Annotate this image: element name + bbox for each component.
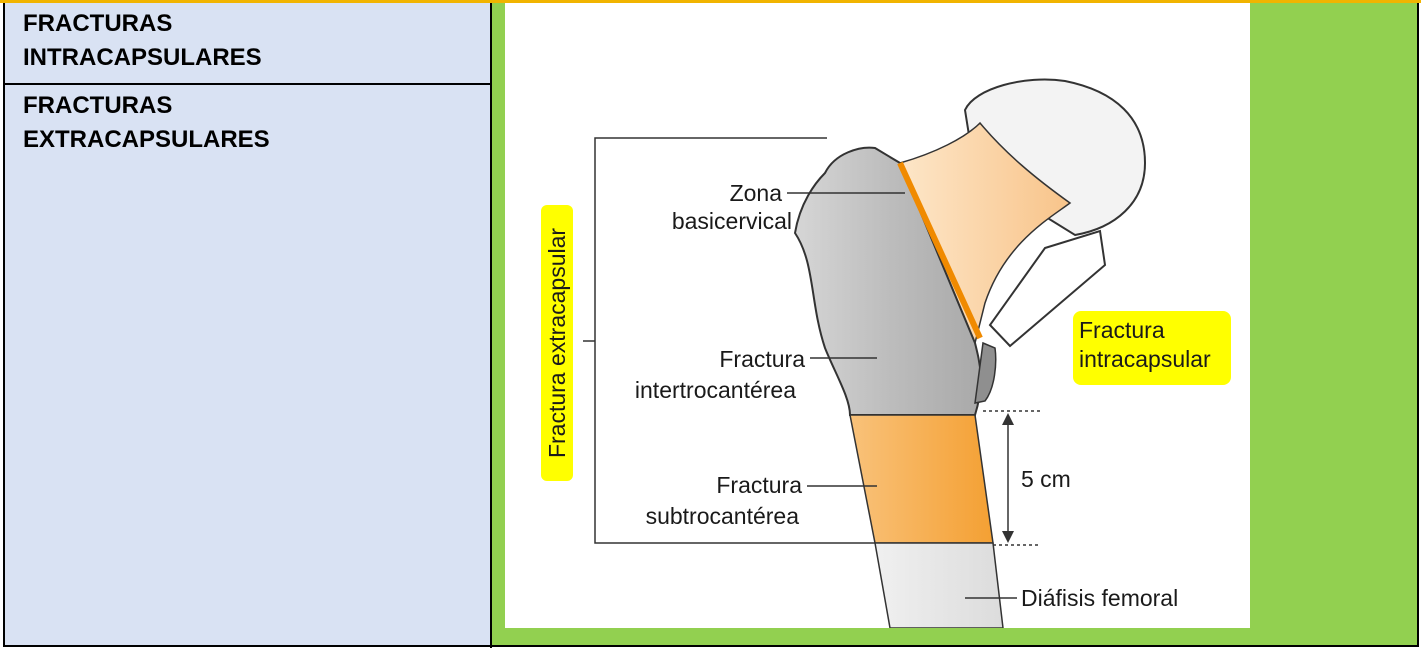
measure-arrow-down xyxy=(1002,531,1014,543)
extracapsular-label: Fractura extracapsular xyxy=(544,228,570,458)
extracapsular-label-group: Fractura extracapsular xyxy=(541,205,573,481)
diafisis-label: Diáfisis femoral xyxy=(1021,585,1178,611)
subtroc-label-line1: Fractura xyxy=(716,472,802,498)
femur-diagram-svg: Fractura extracapsular Zona basicervical… xyxy=(505,3,1250,628)
row-intracapsular: FRACTURAS INTRACAPSULARES xyxy=(5,3,492,85)
intracapsular-label-line2: intracapsular xyxy=(1079,346,1211,372)
left-column: FRACTURAS INTRACAPSULARES FRACTURAS EXTR… xyxy=(3,3,492,647)
heading-extracapsular: FRACTURAS EXTRACAPSULARES xyxy=(5,85,492,157)
subtroc-label-line2: subtrocantérea xyxy=(646,503,800,529)
subtrochanteric-band xyxy=(850,415,993,543)
femur-diagram: Fractura extracapsular Zona basicervical… xyxy=(505,3,1250,628)
femoral-shaft xyxy=(875,543,1003,628)
intracapsular-label-line1: Fractura xyxy=(1079,317,1165,343)
row-extracapsular: FRACTURAS EXTRACAPSULARES xyxy=(5,85,492,157)
heading-intracapsular: FRACTURAS INTRACAPSULARES xyxy=(5,3,492,75)
intertroc-label-line2: intertrocantérea xyxy=(635,377,796,403)
measure-arrow-up xyxy=(1002,413,1014,425)
intertroc-label-line1: Fractura xyxy=(719,346,805,372)
zona-label-line1: Zona xyxy=(730,180,783,206)
zona-label-line2: basicervical xyxy=(672,208,792,234)
distance-label: 5 cm xyxy=(1021,466,1071,492)
